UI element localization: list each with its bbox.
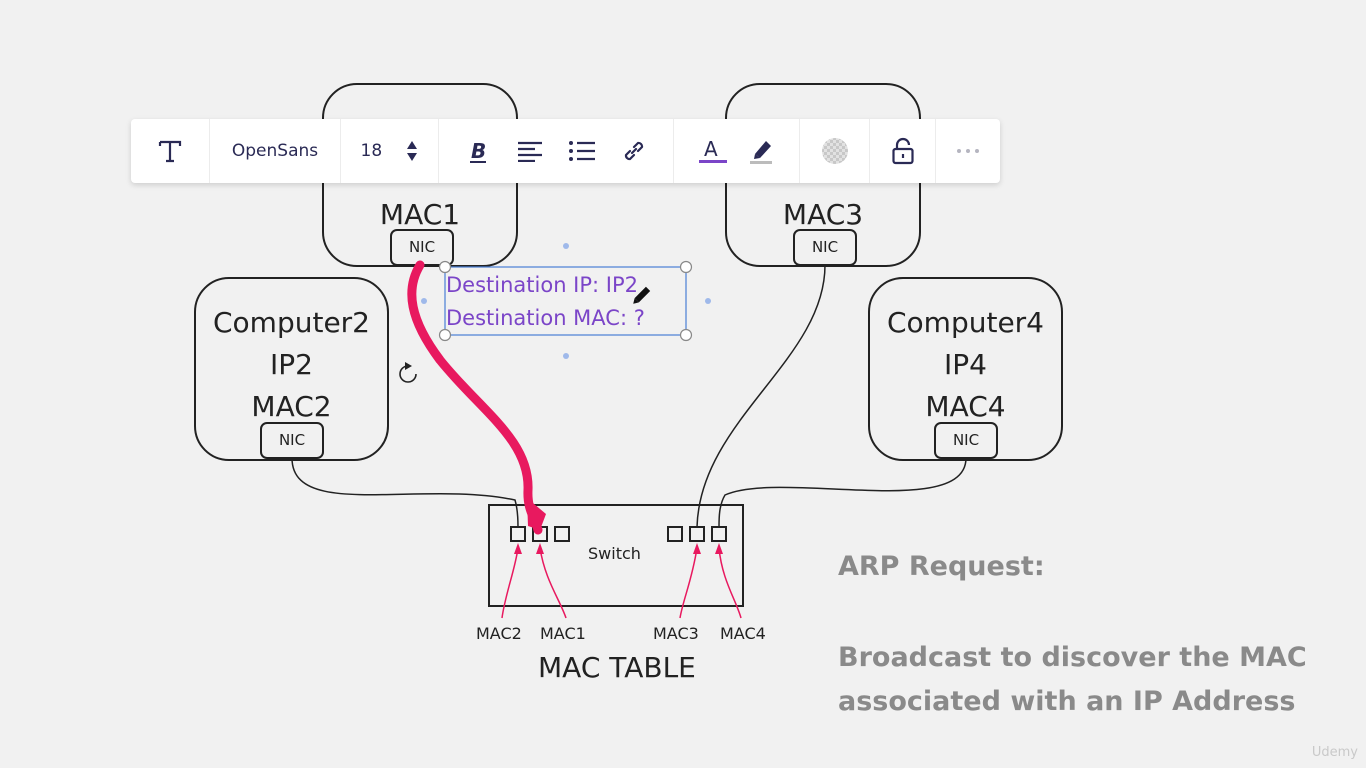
- align-left-button[interactable]: [510, 131, 550, 171]
- svg-text:A: A: [704, 137, 718, 161]
- port-label-mac3: MAC3: [653, 624, 699, 643]
- selection-frame[interactable]: [444, 266, 687, 336]
- align-left-icon: [518, 141, 542, 162]
- mac-table-arrows: [501, 547, 742, 619]
- toolbar-section-text: [131, 119, 210, 183]
- watermark-logo: Udemy: [1311, 745, 1358, 760]
- arp-description-line2: associated with an IP Address: [838, 686, 1296, 717]
- text-icon: [158, 140, 182, 163]
- computer4-name: Computer4: [886, 306, 1044, 339]
- svg-text:B: B: [471, 139, 486, 163]
- stepper-down-icon[interactable]: [405, 151, 419, 163]
- cable-nic4-switch: [718, 457, 967, 528]
- port-label-mac1: MAC1: [540, 624, 586, 643]
- switch-port: [667, 526, 683, 542]
- font-size-input[interactable]: 18: [360, 141, 383, 161]
- font-family-select[interactable]: OpenSans: [231, 141, 319, 161]
- resize-handle-tr[interactable]: [679, 260, 693, 274]
- more-icon: [957, 149, 979, 153]
- toolbar-section-size: 18: [341, 119, 439, 183]
- stepper-up-icon[interactable]: [405, 139, 419, 151]
- connector-dot-bottom[interactable]: [563, 353, 569, 359]
- switch-port: [510, 526, 526, 542]
- connector-dot-top[interactable]: [563, 243, 569, 249]
- highlight-blob: [527, 498, 546, 530]
- connector-dot-left[interactable]: [421, 298, 427, 304]
- text-format-toolbar: OpenSans 18 B: [131, 119, 1000, 183]
- computer2-ip: IP2: [270, 348, 313, 381]
- port-label-mac4: MAC4: [720, 624, 766, 643]
- switch-port: [689, 526, 705, 542]
- computer4-mac: MAC4: [925, 390, 1006, 423]
- lock-icon: [891, 137, 914, 165]
- resize-handle-bl[interactable]: [438, 328, 452, 342]
- port-label-mac2: MAC2: [476, 624, 522, 643]
- toolbar-section-opacity: [800, 119, 870, 183]
- computer2-label: Computer2 IP2 MAC2: [195, 302, 388, 428]
- list-icon: [569, 141, 595, 161]
- highlighter-icon: [749, 141, 772, 164]
- more-options-button[interactable]: [948, 131, 988, 171]
- text-color-icon: A: [698, 137, 727, 163]
- cable-nic2-switch: [291, 457, 519, 528]
- arrow-heads: [514, 543, 723, 554]
- computer1-mac: MAC1: [379, 198, 461, 231]
- toolbar-section-lock: [870, 119, 936, 183]
- switch-port: [554, 526, 570, 542]
- bold-icon: B: [470, 139, 486, 163]
- computer3-mac: MAC3: [782, 198, 864, 231]
- cable-nic3-switch: [696, 264, 826, 528]
- destination-mac-text[interactable]: Destination MAC: ?: [446, 306, 645, 330]
- rotate-icon[interactable]: [399, 362, 417, 383]
- computer3-label: MAC3: [726, 194, 920, 236]
- computer4-ip: IP4: [944, 348, 987, 381]
- transparency-button[interactable]: [815, 131, 855, 171]
- computer2-name: Computer2: [212, 306, 370, 339]
- computer4-label: Computer4 IP4 MAC4: [869, 302, 1062, 428]
- text-tool-button[interactable]: [150, 131, 190, 171]
- computer1-label: MAC1: [323, 194, 517, 236]
- selected-text-box[interactable]: Destination IP: IP2 Destination MAC: ?: [446, 269, 645, 335]
- font-size-stepper[interactable]: [405, 139, 419, 163]
- pencil-cursor-icon: [633, 286, 651, 304]
- arp-description-line1: Broadcast to discover the MAC: [838, 642, 1307, 673]
- link-button[interactable]: [614, 131, 654, 171]
- highlighter-button[interactable]: [741, 131, 781, 171]
- switch-label: Switch: [588, 544, 641, 563]
- toolbar-section-format: B: [439, 119, 674, 183]
- nic1-label: NIC: [408, 238, 436, 256]
- nic2-label: NIC: [278, 431, 306, 449]
- connector-dot-right[interactable]: [705, 298, 711, 304]
- switch-box[interactable]: [488, 504, 744, 607]
- destination-ip-text[interactable]: Destination IP: IP2: [446, 273, 639, 297]
- bold-button[interactable]: B: [458, 131, 498, 171]
- toolbar-section-color: A: [674, 119, 800, 183]
- nic3-label: NIC: [811, 238, 839, 256]
- bullet-list-button[interactable]: [562, 131, 602, 171]
- text-color-button[interactable]: A: [693, 131, 733, 171]
- toolbar-section-font: OpenSans: [210, 119, 341, 183]
- mac-table-label: MAC TABLE: [538, 651, 696, 684]
- arp-title: ARP Request:: [838, 551, 1045, 582]
- computer2-mac: MAC2: [251, 390, 332, 423]
- switch-port: [711, 526, 727, 542]
- transparency-icon: [821, 138, 848, 164]
- resize-handle-br[interactable]: [679, 328, 693, 342]
- arp-description: Broadcast to discover the MAC associated…: [838, 636, 1307, 724]
- resize-handle-tl[interactable]: [438, 260, 452, 274]
- nic4-label: NIC: [952, 431, 980, 449]
- lock-button[interactable]: [883, 131, 923, 171]
- toolbar-section-more: [936, 119, 1000, 183]
- link-icon: [624, 141, 644, 161]
